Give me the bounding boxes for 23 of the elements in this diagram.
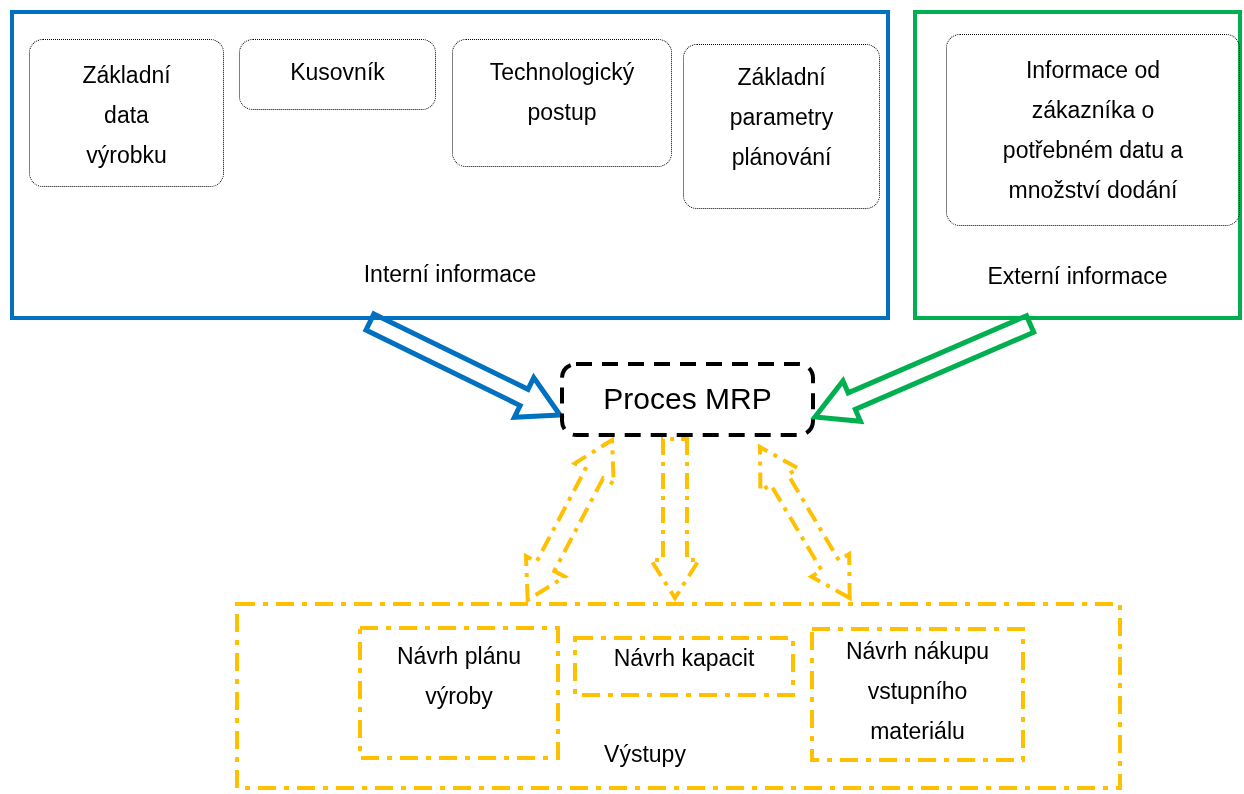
block-arrow (757, 443, 852, 602)
block-arrow (362, 310, 565, 420)
output-box (810, 627, 1025, 762)
node-label: Externí informace (986, 262, 1169, 291)
node-label: Výstupy (603, 740, 687, 769)
node-label: Kusovník (289, 58, 386, 87)
process-box (560, 362, 815, 437)
node-label: Návrh plánu výroby (396, 642, 522, 711)
group-panel (913, 10, 1242, 320)
node-label: Informace od zákazníka o potřebném datu a množství dodání (1001, 56, 1185, 205)
node-label: Proces MRP (602, 381, 773, 417)
node-label: Technologický postup (488, 58, 636, 127)
output-box (358, 626, 560, 760)
block-arrow (523, 436, 616, 604)
group-panel (10, 10, 890, 320)
block-arrow (810, 312, 1037, 425)
node-label: Základní data výrobku (81, 61, 172, 170)
output-box (235, 602, 1122, 790)
node-label: Základní parametry plánování (728, 63, 835, 172)
node-label: Návrh kapacit (612, 644, 756, 673)
node-label: Návrh nákupu vstupního materiálu (844, 637, 991, 746)
node-label: Interní informace (362, 260, 538, 289)
output-box (573, 636, 795, 697)
